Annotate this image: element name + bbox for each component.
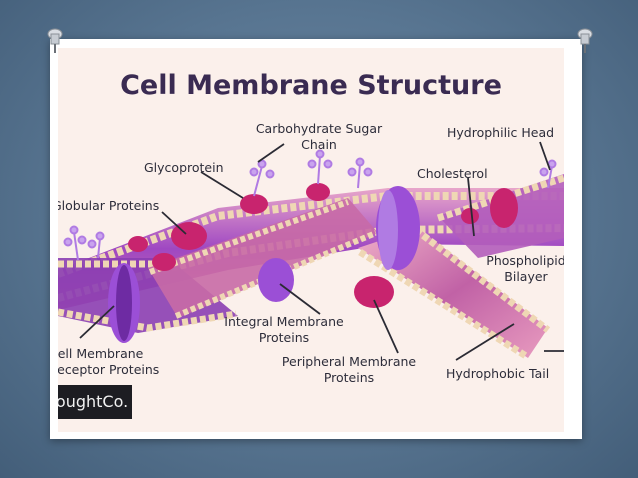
- thoughtco-logo: ThoughtCo.: [58, 385, 132, 419]
- label-hydrophobic-tail: Hydrophobic Tail: [446, 366, 550, 381]
- label-integral-membrane-proteins: Integral Membrane Proteins: [224, 314, 344, 345]
- pushpin-right-icon: [577, 28, 593, 53]
- label-hydrophilic-head: Hydrophilic Head: [447, 125, 555, 140]
- page-title: Cell Membrane Structure: [120, 70, 502, 101]
- pushpin-left-icon: [47, 28, 63, 53]
- label-glycoprotein: Glycoprotein: [144, 160, 224, 175]
- label-phospholipid-bilayer: Phospholipid Bilayer: [486, 253, 564, 284]
- label-globular-proteins: Globular Proteins: [58, 198, 160, 213]
- label-receptor-proteins: Cell Membrane Receptor Proteins: [58, 346, 160, 377]
- label-carbohydrate: Carbohydrate Sugar Chain: [255, 121, 383, 152]
- membrane-illustration: [58, 141, 564, 361]
- label-cholesterol: Cholesterol: [417, 166, 488, 181]
- diagram-stage: Cell Membrane Structure Carbohydrate Sug…: [58, 48, 564, 432]
- label-peripheral-membrane-proteins: Peripheral Membrane Proteins: [281, 354, 417, 385]
